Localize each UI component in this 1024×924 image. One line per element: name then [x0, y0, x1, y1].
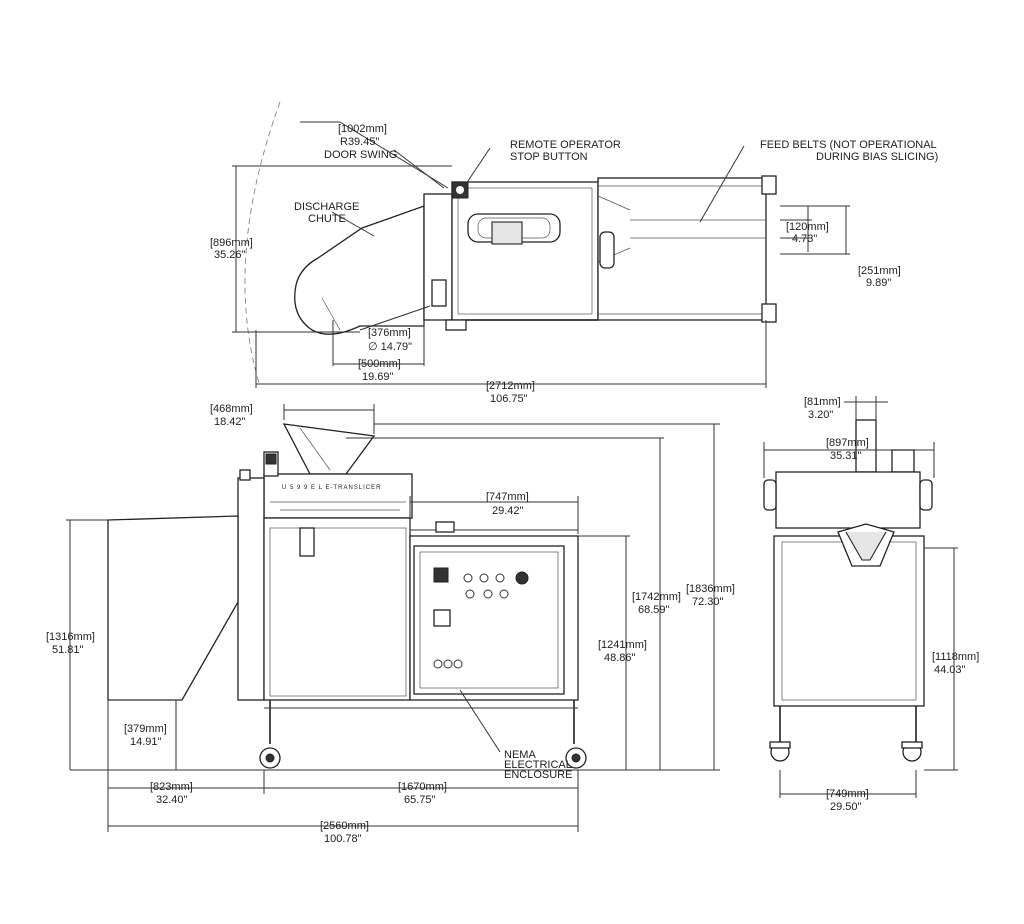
dim-height-1241-mm: [1241mm] — [598, 639, 647, 651]
callout-labels: DOOR SWING REMOTE OPERATOR STOP BUTTON F… — [282, 139, 938, 781]
callout-nema-2: ELECTRICAL — [504, 759, 572, 771]
dim-belt-120-mm: [120mm] — [786, 221, 829, 233]
dim-hopper-in: 18.42" — [214, 416, 246, 428]
dim-len-1670-mm: [1670mm] — [398, 781, 447, 793]
dim-len-2560-in: 100.78" — [324, 833, 362, 845]
end-lower-body — [773, 535, 925, 707]
dim-height-1316-in: 51.81" — [52, 644, 84, 656]
dim-height-1742-in: 68.59" — [638, 604, 670, 616]
dim-table-747-in: 29.42" — [492, 505, 524, 517]
dim-chute-dia-in: ∅ 14.79" — [368, 341, 412, 353]
door-swing-arc — [244, 101, 281, 387]
dim-end-81-mm: [81mm] — [804, 396, 841, 408]
callout-discharge-1: DISCHARGE — [294, 201, 359, 213]
dim-end-1118-mm: [1118mm] — [932, 651, 979, 663]
top-main-body — [451, 181, 599, 321]
dim-len-823-in: 32.40" — [156, 794, 188, 806]
side-view-dimensions — [66, 404, 720, 832]
dim-height-1742-mm: [1742mm] — [632, 591, 681, 603]
top-feed-belts — [597, 177, 767, 321]
callout-remote-stop-2: STOP BUTTON — [510, 151, 588, 163]
dim-end-749-in: 29.50" — [830, 801, 862, 813]
dim-door-swing-mm: [1002mm] — [338, 123, 387, 135]
dim-chute-500-in: 19.69" — [362, 371, 394, 383]
dim-top-length-mm: [2712mm] — [486, 380, 535, 392]
dim-height-1836-mm: [1836mm] — [686, 583, 735, 595]
dim-height-379-in: 14.91" — [130, 736, 162, 748]
dim-door-swing-in: R39.45" — [340, 136, 379, 148]
discharge-chute — [294, 205, 425, 335]
dim-len-823-mm: [823mm] — [150, 781, 193, 793]
callout-feed-belts-1: FEED BELTS (NOT OPERATIONAL — [760, 139, 937, 151]
dim-hopper-mm: [468mm] — [210, 403, 253, 415]
dim-len-2560-mm: [2560mm] — [320, 820, 369, 832]
side-discharge-chute — [107, 515, 239, 701]
dim-belt-120-in: 4.73" — [792, 233, 817, 245]
dim-belt-251-mm: [251mm] — [858, 265, 901, 277]
dim-chute-dia-mm: [376mm] — [368, 327, 411, 339]
dim-end-1118-in: 44.03" — [934, 664, 966, 676]
dim-height-379-mm: [379mm] — [124, 723, 167, 735]
side-hopper — [282, 423, 376, 475]
dim-chute-500-mm: [500mm] — [358, 358, 401, 370]
callout-nema-1: NEMA — [504, 749, 536, 761]
dim-table-747-mm: [747mm] — [486, 491, 529, 503]
end-view-dimensions — [763, 396, 958, 798]
callout-feed-belts-2: DURING BIAS SLICING) — [816, 151, 938, 163]
dim-height-1241-in: 48.86" — [604, 652, 636, 664]
dim-end-897-in: 35.31" — [830, 450, 862, 462]
end-view — [763, 419, 933, 762]
side-main-frame — [263, 517, 411, 701]
callout-nema-3: ENCLOSURE — [504, 769, 572, 781]
side-brand-strip: U 5 9 9 E L E-TRANSLICER — [282, 485, 381, 491]
side-view — [107, 423, 587, 769]
top-view — [244, 101, 777, 387]
side-slicer-head — [263, 473, 413, 519]
dim-belt-251-in: 9.89" — [866, 277, 891, 289]
dim-end-897-mm: [897mm] — [826, 437, 869, 449]
dim-len-1670-in: 65.75" — [404, 794, 436, 806]
dim-top-length-in: 106.75" — [490, 393, 528, 405]
dim-end-81-in: 3.20" — [808, 409, 833, 421]
dim-end-749-mm: [749mm] — [826, 788, 869, 800]
dim-height-1316-mm: [1316mm] — [46, 631, 95, 643]
end-upper-body — [775, 471, 921, 529]
callout-discharge-2: CHUTE — [308, 213, 346, 225]
callout-door-swing: DOOR SWING — [324, 149, 397, 161]
top-view-dimensions — [232, 121, 850, 388]
callout-remote-stop-1: REMOTE OPERATOR — [510, 139, 621, 151]
side-door — [237, 477, 265, 701]
dimension-labels: [1002mm] R39.45" [896mm] 35.26" [120mm] … — [46, 123, 979, 845]
dim-height-1836-in: 72.30" — [692, 596, 724, 608]
dim-top-depth-mm: [896mm] — [210, 237, 253, 249]
dim-top-depth-in: 35.26" — [214, 249, 246, 261]
